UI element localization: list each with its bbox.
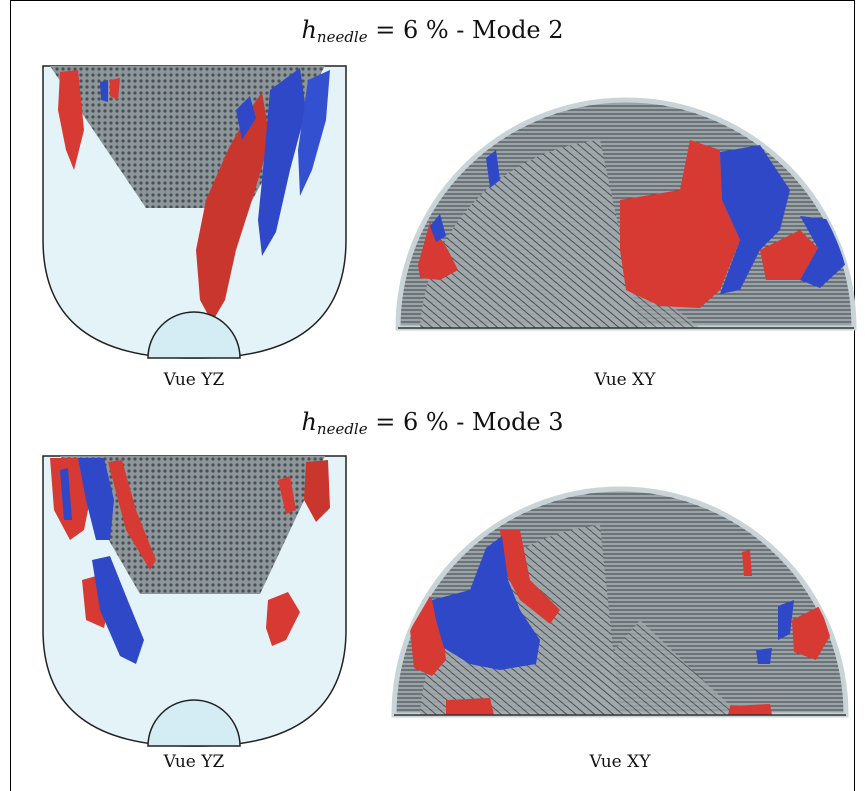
needle-shape (147, 311, 241, 359)
blue-structure (720, 145, 790, 294)
blue-structure (258, 68, 306, 256)
panel-1-title-sub: needle (316, 28, 368, 46)
blue-structure (236, 96, 256, 140)
panel-1-xy-view (395, 97, 857, 331)
blue-structure (430, 214, 446, 242)
blue-structure (298, 70, 330, 196)
red-structure (108, 460, 156, 570)
red-structure (446, 698, 494, 715)
red-structure (792, 606, 830, 660)
panel-1-yz-caption: Vue YZ (163, 370, 225, 390)
panel-1-title: hneedle = 6 % - Mode 2 (0, 16, 865, 46)
panel-2-title-var: h (301, 408, 317, 436)
red-structure (50, 458, 92, 540)
red-structure (418, 222, 458, 280)
blue-structure (92, 556, 144, 664)
panel-2-yz-caption: Vue YZ (163, 752, 225, 772)
red-structure (278, 476, 296, 514)
red-structure (266, 592, 300, 646)
red-structure (110, 78, 120, 100)
panel-2-yz-view (42, 455, 347, 747)
panel-2-title-rest: = 6 % - Mode 3 (367, 408, 564, 436)
red-structure (304, 460, 330, 522)
panel-2-title: hneedle = 6 % - Mode 3 (0, 408, 865, 438)
panel-1-xy-caption: Vue XY (594, 370, 656, 390)
blue-structure (100, 80, 108, 102)
blue-structure (486, 150, 500, 188)
panel-1-title-rest: = 6 % - Mode 2 (367, 16, 564, 44)
panel-1-yz-view (42, 65, 347, 359)
mesh-region (560, 620, 740, 715)
blue-structure (60, 468, 72, 520)
red-structure (760, 230, 818, 280)
mesh-region (540, 250, 700, 328)
red-structure (500, 530, 560, 624)
red-structure (728, 704, 772, 715)
red-structure (58, 70, 84, 170)
panel-1-title-var: h (301, 16, 317, 44)
red-structure (742, 550, 752, 576)
red-structure (620, 140, 740, 308)
panel-2-xy-view (391, 486, 849, 718)
figure-frame (10, 0, 855, 791)
needle-shape (147, 699, 241, 747)
blue-structure (756, 648, 772, 664)
blue-structure (778, 600, 794, 640)
red-structure (196, 92, 270, 322)
blue-structure (432, 536, 540, 670)
panel-2-title-sub: needle (316, 420, 368, 438)
panel-2-xy-caption: Vue XY (589, 752, 651, 772)
blue-structure (78, 458, 114, 540)
